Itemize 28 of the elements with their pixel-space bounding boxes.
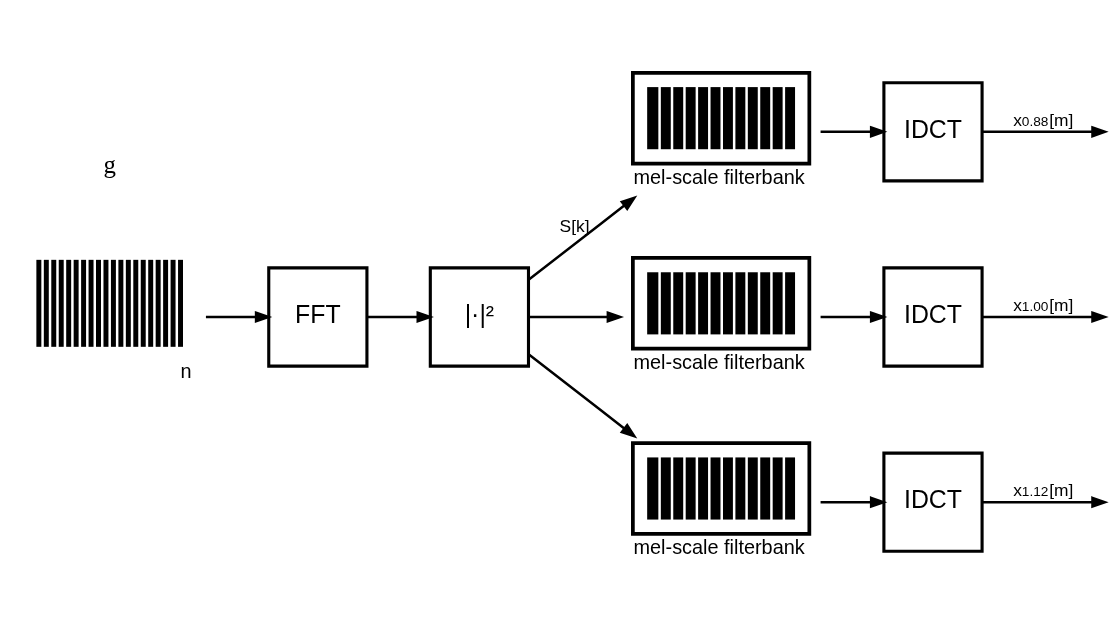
node-box [631,256,812,351]
edge-label: x1.12[m] [1013,480,1074,501]
node-box: IDCT [882,266,984,368]
node-box: IDCT [882,81,984,183]
node-label: mel-scale filterbank [633,536,805,559]
arrow [528,353,638,439]
arrow [982,496,1109,509]
node-label: n [180,359,192,382]
edge-label: S[k] [559,215,590,236]
arrow [528,310,625,324]
node-label: mel-scale filterbank [633,350,805,373]
node-box [631,441,812,536]
label: g [103,150,116,178]
node-box: |·|² [428,266,531,368]
arrow [367,310,434,324]
arrow [205,310,273,324]
node-box [631,70,812,166]
node-box: FFT [267,266,369,368]
arrow [820,310,888,324]
edge-label: x1.00[m] [1013,295,1074,316]
arrow [820,125,888,138]
arrow [528,195,638,281]
node-label: mel-scale filterbank [633,165,805,188]
edge-label: x0.88[m] [1013,109,1074,130]
node-box: IDCT [882,451,984,553]
arrow [982,125,1109,138]
arrow [982,310,1109,324]
arrow [820,496,888,509]
